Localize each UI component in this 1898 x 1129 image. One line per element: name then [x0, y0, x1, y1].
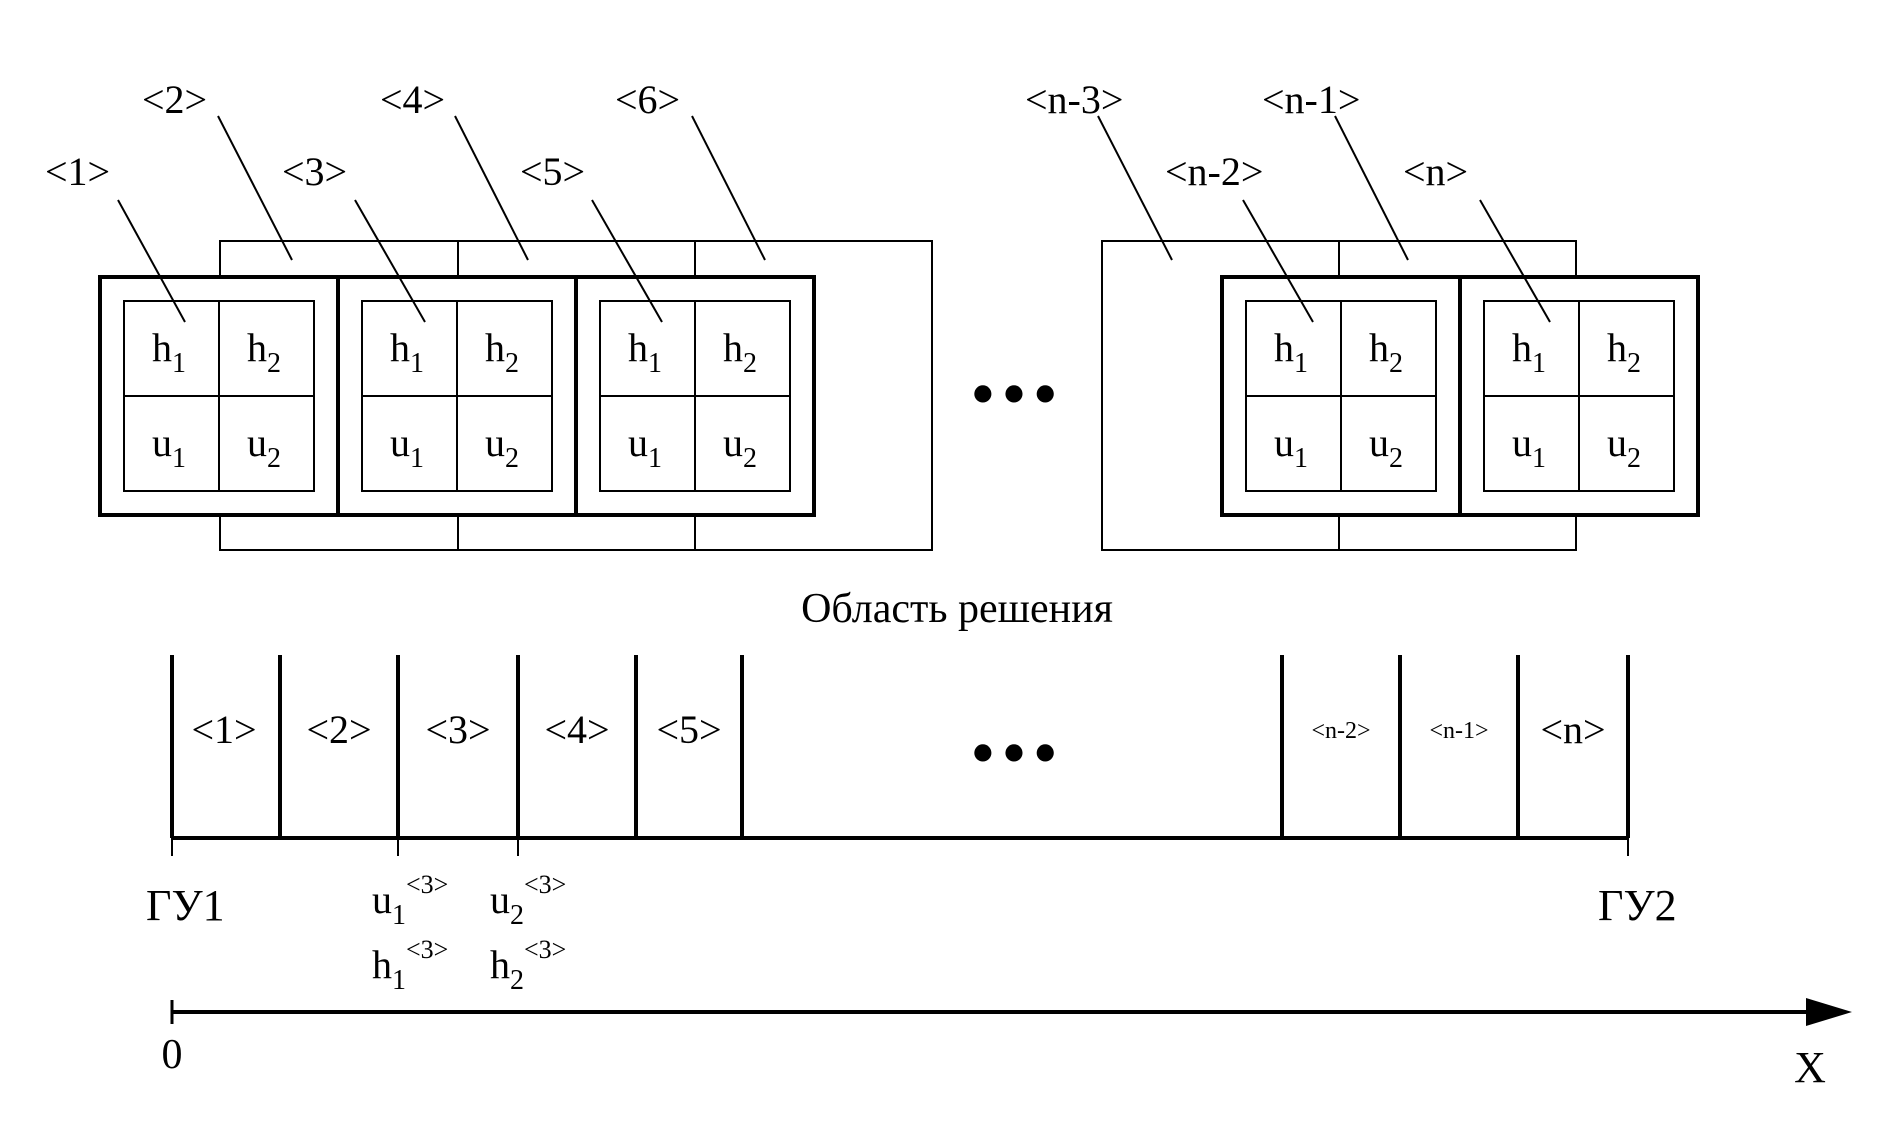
- cell-h2: h2: [723, 325, 757, 379]
- segment-label-2: <2>: [306, 707, 371, 752]
- segment-label-5: <5>: [656, 707, 721, 752]
- boundary-right-label: ГУ2: [1598, 881, 1677, 930]
- leader-5: [591, 199, 663, 323]
- leader-n-3: [1097, 115, 1173, 261]
- bold-frame-element-5: h1 h2 u1 u2: [574, 275, 816, 517]
- x-axis-label: X: [1794, 1043, 1826, 1092]
- segment-label-n: <n>: [1540, 707, 1605, 752]
- element-label-n-3: <n-3>: [1025, 77, 1123, 122]
- leader-n: [1479, 199, 1551, 323]
- cell-u2: u2: [247, 420, 281, 474]
- element-label-5: <5>: [520, 149, 585, 194]
- cell-h1: h1: [152, 325, 186, 379]
- leader-2: [217, 115, 293, 261]
- element-label-n-2: <n-2>: [1165, 149, 1263, 194]
- cell-h1: h1: [628, 325, 662, 379]
- caption-solution-domain: Область решения: [801, 586, 1113, 632]
- x-axis-origin-label: 0: [162, 1032, 183, 1078]
- cell-u1: u1: [628, 420, 662, 474]
- cell-u2: u2: [723, 420, 757, 474]
- cell-h1: h1: [1274, 325, 1308, 379]
- cell-u1: u1: [1274, 420, 1308, 474]
- cell-u1: u1: [390, 420, 424, 474]
- leader-n-2: [1242, 199, 1314, 323]
- label-leaders: [117, 115, 1551, 323]
- segment-labels: <1> <2> <3> <4> <5> <n-2> <n-1> <n>: [191, 707, 1605, 752]
- leader-4: [454, 115, 529, 261]
- element-label-1: <1>: [45, 149, 110, 194]
- node-ticks: [171, 838, 1629, 856]
- node1-values: u1<3> h1<3>: [372, 870, 448, 996]
- segment-label-3: <3>: [425, 707, 490, 752]
- domain-lines: [170, 655, 1630, 840]
- cell-u1: u1: [152, 420, 186, 474]
- cell-h2: h2: [247, 325, 281, 379]
- node1-h: h1<3>: [372, 935, 448, 996]
- leader-3: [354, 199, 426, 323]
- cell-h1: h1: [1512, 325, 1546, 379]
- element-label-n: <n>: [1403, 149, 1468, 194]
- bottom-ellipsis: •••: [970, 713, 1064, 793]
- segment-label-n-1: <n-1>: [1429, 718, 1488, 744]
- cell-h2: h2: [485, 325, 519, 379]
- bold-frame-element-3: h1 h2 u1 u2: [336, 275, 578, 517]
- node2-u: u2<3>: [490, 870, 566, 931]
- element-label-6: <6>: [615, 77, 680, 122]
- bold-frame-element-n: h1 h2 u1 u2: [1458, 275, 1700, 517]
- bold-frames: h1 h2 u1 u2 h1 h2 u1 u2 h1 h2 u1 u2 h1 h2 u1 u2 h1 h2 u1 u2: [98, 275, 1700, 517]
- segment-label-n-2: <n-2>: [1311, 718, 1370, 744]
- top-ellipsis: •••: [970, 354, 1064, 434]
- segment-label-4: <4>: [544, 707, 609, 752]
- cell-u2: u2: [1369, 420, 1403, 474]
- x-axis-arrowhead: [1806, 998, 1852, 1026]
- node1-u: u1<3>: [372, 870, 448, 931]
- element-label-4: <4>: [380, 77, 445, 122]
- node2-values: u2<3> h2<3>: [490, 870, 566, 996]
- element-labels: <1> <2> <3> <4> <5> <6> <n-3> <n-2> <n-1…: [45, 77, 1468, 194]
- leader-n-1: [1334, 115, 1409, 261]
- cell-u2: u2: [1607, 420, 1641, 474]
- x-axis: 0 X: [162, 998, 1852, 1092]
- bold-frame-element-1: h1 h2 u1 u2: [98, 275, 340, 517]
- element-label-n-1: <n-1>: [1262, 77, 1360, 122]
- leader-6: [691, 115, 766, 261]
- element-label-3: <3>: [282, 149, 347, 194]
- leader-1: [117, 199, 186, 323]
- segment-label-1: <1>: [191, 707, 256, 752]
- element-label-2: <2>: [142, 77, 207, 122]
- cell-h2: h2: [1369, 325, 1403, 379]
- node2-h: h2<3>: [490, 935, 566, 996]
- cell-u2: u2: [485, 420, 519, 474]
- boundary-left-label: ГУ1: [146, 881, 225, 930]
- bold-frame-element-n-2: h1 h2 u1 u2: [1220, 275, 1462, 517]
- cell-h1: h1: [390, 325, 424, 379]
- cell-h2: h2: [1607, 325, 1641, 379]
- cell-u1: u1: [1512, 420, 1546, 474]
